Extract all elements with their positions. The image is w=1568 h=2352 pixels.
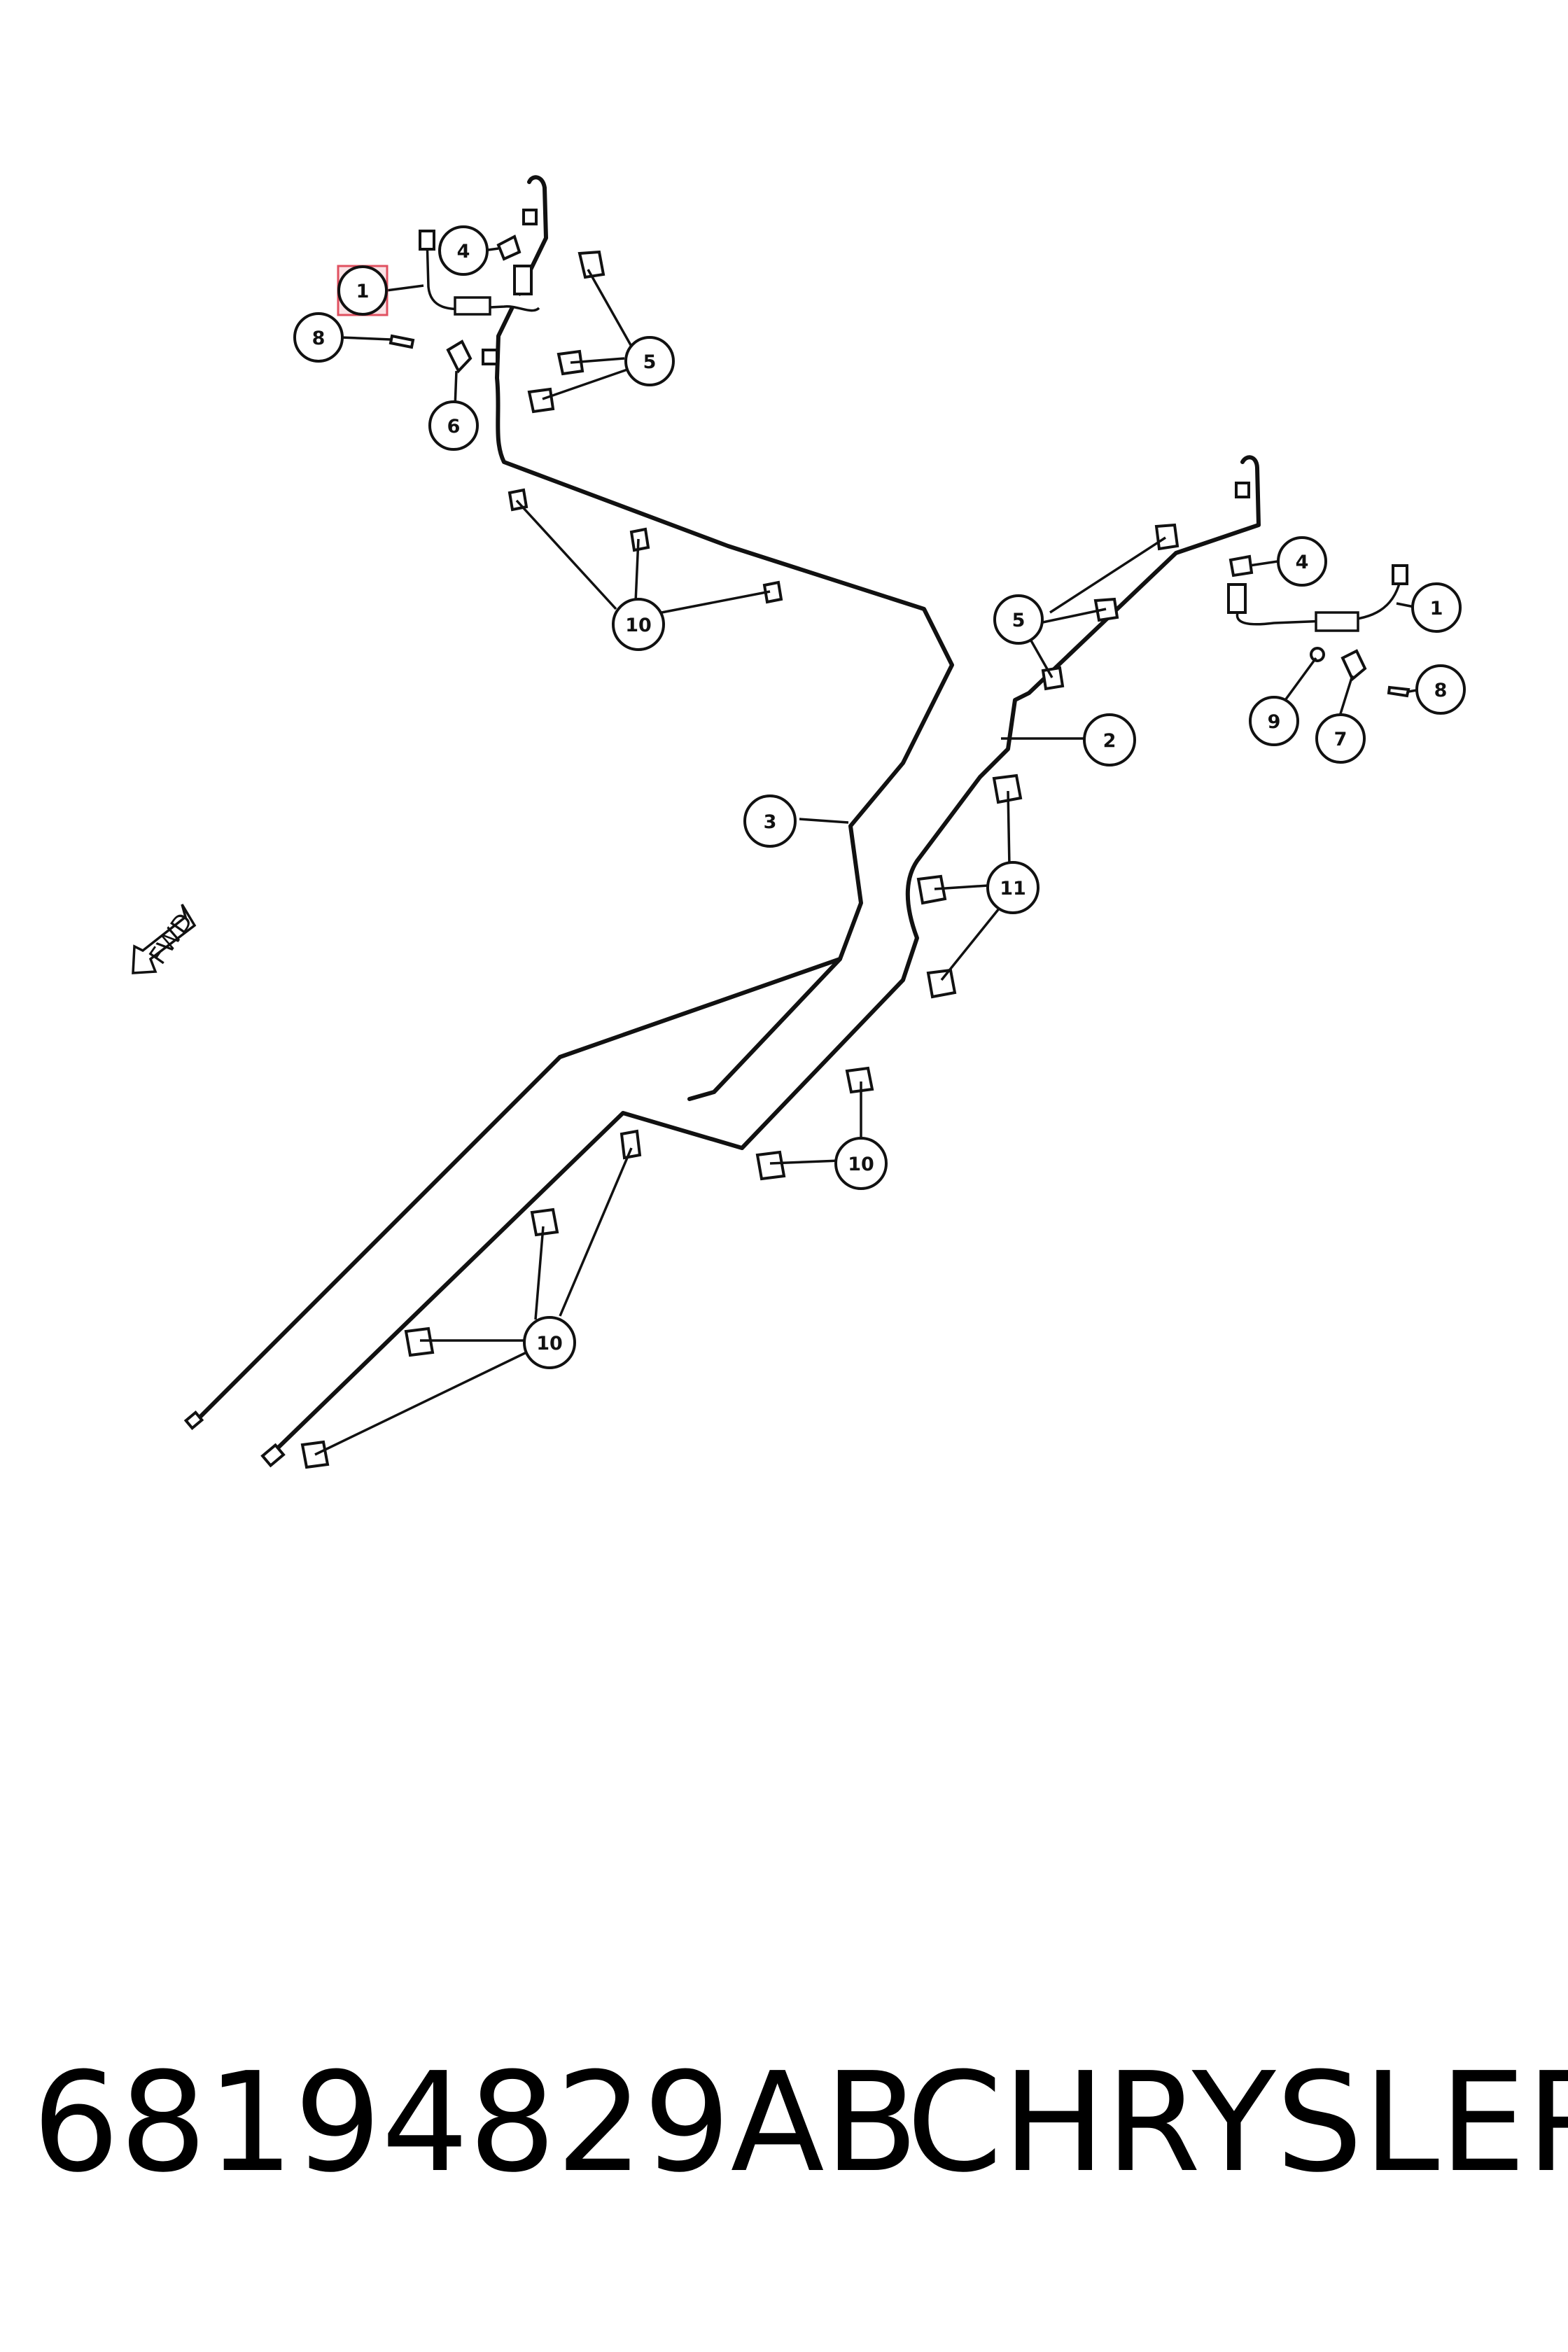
svg-text:10: 10 bbox=[625, 615, 652, 636]
clip-6-left bbox=[446, 340, 472, 374]
nut-6-left bbox=[482, 349, 498, 365]
brand-name: CHRYSLER bbox=[906, 2043, 1568, 2203]
svg-text:3: 3 bbox=[764, 811, 777, 833]
clip-10g bbox=[530, 1208, 559, 1237]
callout-5-right[interactable]: 5 bbox=[993, 594, 1044, 645]
forward-direction-arrow: FWD bbox=[132, 904, 199, 974]
svg-text:10: 10 bbox=[848, 1154, 874, 1175]
hose-fitting-left bbox=[454, 296, 491, 316]
fitting-top-right bbox=[1235, 482, 1250, 498]
callout-3[interactable]: 3 bbox=[743, 794, 797, 848]
svg-text:1: 1 bbox=[356, 281, 370, 302]
hose-fitting-right bbox=[1315, 611, 1359, 632]
callout-10-top[interactable]: 10 bbox=[612, 598, 665, 651]
svg-text:1: 1 bbox=[1430, 598, 1443, 620]
clip-10a bbox=[507, 488, 528, 512]
clip-10e bbox=[755, 1150, 786, 1181]
svg-text:4: 4 bbox=[457, 241, 470, 262]
clip-11b bbox=[916, 874, 947, 905]
fitting-end-left bbox=[183, 1410, 204, 1430]
svg-text:6: 6 bbox=[447, 416, 461, 438]
callout-1-left[interactable]: 1 bbox=[337, 265, 388, 316]
clip-10h bbox=[404, 1326, 435, 1357]
svg-text:8: 8 bbox=[312, 328, 326, 349]
clip-10c bbox=[762, 580, 783, 604]
svg-text:11: 11 bbox=[1000, 878, 1026, 899]
callout-4-left[interactable]: 4 bbox=[438, 225, 489, 276]
svg-text:9: 9 bbox=[1268, 711, 1281, 733]
clip-7-right bbox=[1340, 649, 1367, 682]
callout-8-right[interactable]: 8 bbox=[1415, 664, 1466, 715]
clip-11a bbox=[992, 774, 1023, 804]
bolt-8-left bbox=[388, 334, 415, 349]
brake-line-left bbox=[194, 175, 954, 1423]
clip-10b bbox=[629, 527, 650, 552]
clip-10f bbox=[620, 1129, 642, 1160]
banjo-fitting-left bbox=[513, 265, 533, 295]
fitting-end-right bbox=[260, 1443, 286, 1468]
callout-11[interactable]: 11 bbox=[986, 861, 1040, 914]
banjo-fitting-right bbox=[1227, 583, 1247, 614]
callout-1-right[interactable]: 1 bbox=[1411, 582, 1462, 633]
svg-text:4: 4 bbox=[1296, 552, 1309, 573]
svg-text:7: 7 bbox=[1334, 729, 1348, 750]
callout-9-right[interactable]: 9 bbox=[1249, 696, 1299, 746]
svg-text:5: 5 bbox=[1012, 610, 1026, 631]
bracket-4-left bbox=[496, 234, 522, 261]
callout-8-left[interactable]: 8 bbox=[293, 312, 344, 363]
brake-line-crossover bbox=[687, 957, 842, 1101]
callout-7-right[interactable]: 7 bbox=[1315, 713, 1366, 764]
hose-end-left bbox=[419, 230, 435, 251]
bracket-4-right bbox=[1228, 554, 1254, 578]
svg-text:8: 8 bbox=[1434, 680, 1448, 701]
hose-end-right bbox=[1392, 564, 1408, 585]
clip-5c-right bbox=[1041, 666, 1065, 691]
bolt-8-right bbox=[1387, 685, 1410, 698]
clip-10d bbox=[845, 1066, 874, 1094]
callout-10-mid[interactable]: 10 bbox=[834, 1137, 888, 1190]
clip-11c bbox=[926, 968, 957, 999]
leader-lines bbox=[314, 247, 1422, 1456]
svg-text:5: 5 bbox=[643, 351, 657, 373]
svg-text:10: 10 bbox=[536, 1333, 563, 1354]
callout-10-bottom[interactable]: 10 bbox=[523, 1316, 576, 1369]
callout-6-left[interactable]: 6 bbox=[428, 400, 479, 451]
clip-5a-left bbox=[578, 250, 606, 279]
callout-4-right[interactable]: 4 bbox=[1277, 536, 1327, 587]
fitting-top-left bbox=[522, 209, 538, 225]
callout-5-left[interactable]: 5 bbox=[624, 336, 675, 386]
clip-5a-right bbox=[1154, 523, 1180, 551]
washer-9-right bbox=[1310, 647, 1325, 662]
part-number: 68194829AB bbox=[32, 2043, 919, 2203]
brake-line-right bbox=[267, 455, 1261, 1458]
svg-text:2: 2 bbox=[1103, 730, 1116, 752]
clip-5b-right bbox=[1093, 597, 1119, 622]
callout-2[interactable]: 2 bbox=[1083, 713, 1136, 766]
clip-5c-left bbox=[527, 387, 555, 414]
